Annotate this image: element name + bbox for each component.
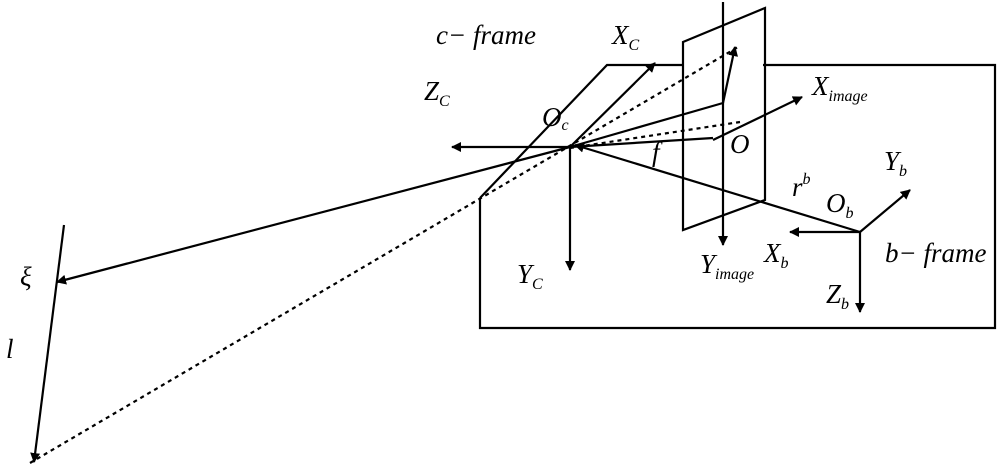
line-l: [30, 224, 66, 463]
yc-label: YC: [517, 259, 543, 293]
c-frame-label: c− frame: [436, 20, 536, 50]
ray-oc-to-image-point: [569, 101, 724, 149]
yb-axis: [859, 189, 911, 233]
xc-label: XC: [611, 20, 640, 54]
l-label: l: [6, 334, 14, 364]
yb-label: Yb: [884, 146, 907, 180]
xc-axis: [569, 62, 656, 148]
rb-label: rb: [792, 171, 811, 202]
f-label: f: [652, 137, 663, 167]
xi-label: ξ: [20, 262, 32, 292]
image-vector: [721, 46, 739, 104]
dashed-projection-line: [29, 46, 739, 464]
x-image-axis: [712, 96, 803, 141]
x-image-label: Ximage: [811, 71, 868, 105]
xb-label: Xb: [763, 238, 789, 272]
zb-label: Zb: [826, 279, 849, 313]
o-label: O: [730, 129, 750, 159]
ray-oc-to-image-origin: [569, 136, 714, 149]
b-frame-label: b− frame: [885, 238, 986, 268]
image-plane: [681, 6, 767, 232]
y-image-label: Yimage: [700, 249, 754, 283]
oc-label: Oc: [542, 102, 569, 134]
rb-vector: [574, 142, 861, 234]
body-box: [478, 63, 997, 330]
ray-to-xi: [56, 145, 571, 285]
ob-label: Ob: [826, 188, 854, 222]
zc-label: ZC: [424, 76, 450, 110]
